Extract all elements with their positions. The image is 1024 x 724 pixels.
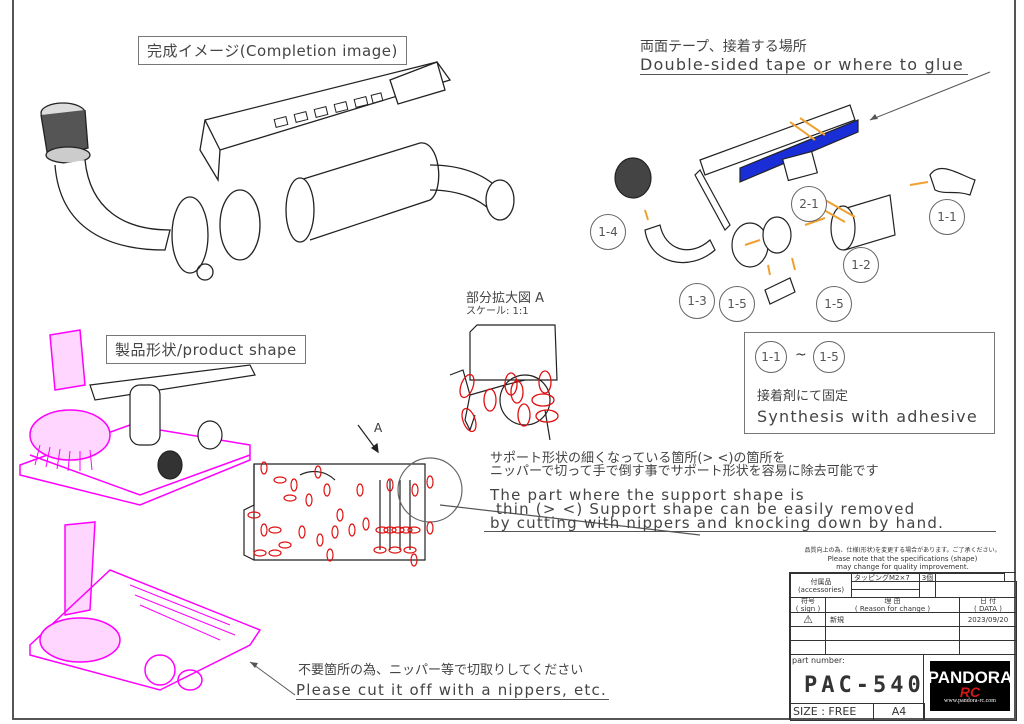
revision-blank-5 — [825, 640, 960, 655]
pandora-logo: PANDORA RC www.pandora-rc.com — [927, 661, 1013, 711]
product-shape-label: 製品形状/product shape — [106, 335, 306, 364]
part-number: PAC-540 — [804, 673, 925, 698]
adhesive-jp: 接着剤にて固定 — [757, 389, 849, 404]
part-number-label: part number: — [792, 656, 845, 665]
cut-leader-line — [249, 661, 296, 696]
cut-note-jp: 不要箇所の為、ニッパー等で切取りしてください — [298, 663, 584, 678]
revision-date: 2023/09/20 — [959, 612, 1017, 627]
adhesive-box: 1-1 ~ 1-5 接着剤にて固定 Synthesis with adhesiv… — [744, 332, 995, 434]
revision-symbol-icon: ⚠ — [790, 612, 826, 627]
date-header: 日 付 ( DATA ) — [959, 597, 1017, 613]
logo-url: www.pandora-rc.com — [944, 697, 996, 704]
support-note-en-3: by cutting with nippers and knocking dow… — [484, 516, 996, 532]
title-block-note-en2: may change for quality improvement. — [836, 563, 969, 571]
accessories-label: 付属品 (accessories) — [790, 573, 852, 598]
title-block-note-jp: 品質向上の為、仕様(形状)を変更する場合があります。ご了承ください。 — [804, 547, 1001, 554]
title-block-note-en1: Please note that the specifications (sha… — [827, 555, 978, 563]
completion-image-label: 完成イメージ(Completion image) — [138, 36, 407, 65]
date-jp: 日 付 — [979, 597, 997, 605]
revision-blank-3 — [959, 626, 1017, 641]
paper-size: A4 — [873, 703, 925, 721]
date-en: ( DATA ) — [974, 605, 1002, 613]
tape-leader-line — [869, 71, 991, 121]
callout-1-4: 1-4 — [590, 214, 626, 250]
accessory-blank-4 — [919, 581, 936, 598]
revision-blank-4 — [790, 640, 826, 655]
tape-note-jp: 両面テープ、接着する場所 — [640, 39, 807, 55]
revision-blank-1 — [790, 626, 826, 641]
adhesive-en: Synthesis with adhesive — [757, 407, 978, 426]
adhesive-tilde: ~ — [795, 347, 807, 363]
accessory-blank-5 — [935, 581, 1017, 598]
callout-1-3: 1-3 — [679, 283, 715, 319]
logo-cell — [923, 654, 1017, 721]
tape-note-en: Double-sided tape or where to glue — [640, 55, 968, 75]
callout-1-2: 1-2 — [843, 247, 879, 283]
adhesive-from-callout: 1-1 — [755, 341, 787, 373]
logo-sub: RC — [959, 683, 981, 700]
revision-blank-2 — [825, 626, 960, 641]
revision-reason: 新規 — [825, 612, 960, 627]
completion-image-drawing — [40, 61, 515, 281]
sign-header: 符号 ( sign ) — [790, 597, 826, 613]
reason-en: ( Reason for change ) — [854, 605, 931, 613]
accessories-en: (accessories) — [797, 585, 845, 594]
drawing-frame — [12, 0, 1016, 720]
callout-1-1: 1-1 — [929, 199, 965, 235]
callout-2-1: 2-1 — [791, 186, 827, 222]
callout-1-5b: 1-5 — [816, 286, 852, 322]
exploded-view-drawing — [614, 104, 976, 305]
support-note-jp-1: サポート形状の細くなっている箇所(> <)の箇所を — [490, 451, 786, 466]
logo-main: PANDORA — [927, 667, 1013, 687]
support-plate-drawing — [243, 424, 701, 567]
adhesive-to-callout: 1-5 — [813, 341, 845, 373]
reason-header: 理 由 ( Reason for change ) — [825, 597, 960, 613]
product-shape-top — [19, 329, 256, 506]
reason-jp: 理 由 — [884, 597, 901, 605]
size-label: SIZE : FREE — [790, 703, 874, 721]
callout-1-5a: 1-5 — [719, 286, 755, 322]
accessories-jp: 付属品 — [810, 577, 832, 586]
cut-note-en: Please cut it off with a nippers, etc. — [296, 681, 609, 700]
sign-jp: 符号 — [801, 597, 815, 605]
sign-en: ( sign ) — [795, 605, 821, 613]
title-block: 品質向上の為、仕様(形状)を変更する場合があります。ご了承ください。 Pleas… — [789, 547, 1016, 571]
title-block-grid: 付属品 (accessories) タッピングM2×7 3個 符号 ( sign… — [789, 572, 1017, 721]
detail-marker-a: A — [374, 421, 383, 435]
detail-view-drawing — [449, 324, 559, 441]
detail-view-scale: スケール: 1:1 — [466, 306, 529, 317]
support-note-jp-2: ニッパーで切って手で倒す事でサポート形状を容易に除去可能です — [490, 464, 879, 479]
support-note-en-2: thin (> <) Support shape can be easily r… — [490, 500, 916, 518]
detail-view-title: 部分拡大図 A — [466, 291, 545, 306]
support-note-en-1: The part where the support shape is — [490, 486, 805, 504]
product-shape-bottom — [29, 521, 262, 691]
revision-blank-6 — [959, 640, 1017, 655]
